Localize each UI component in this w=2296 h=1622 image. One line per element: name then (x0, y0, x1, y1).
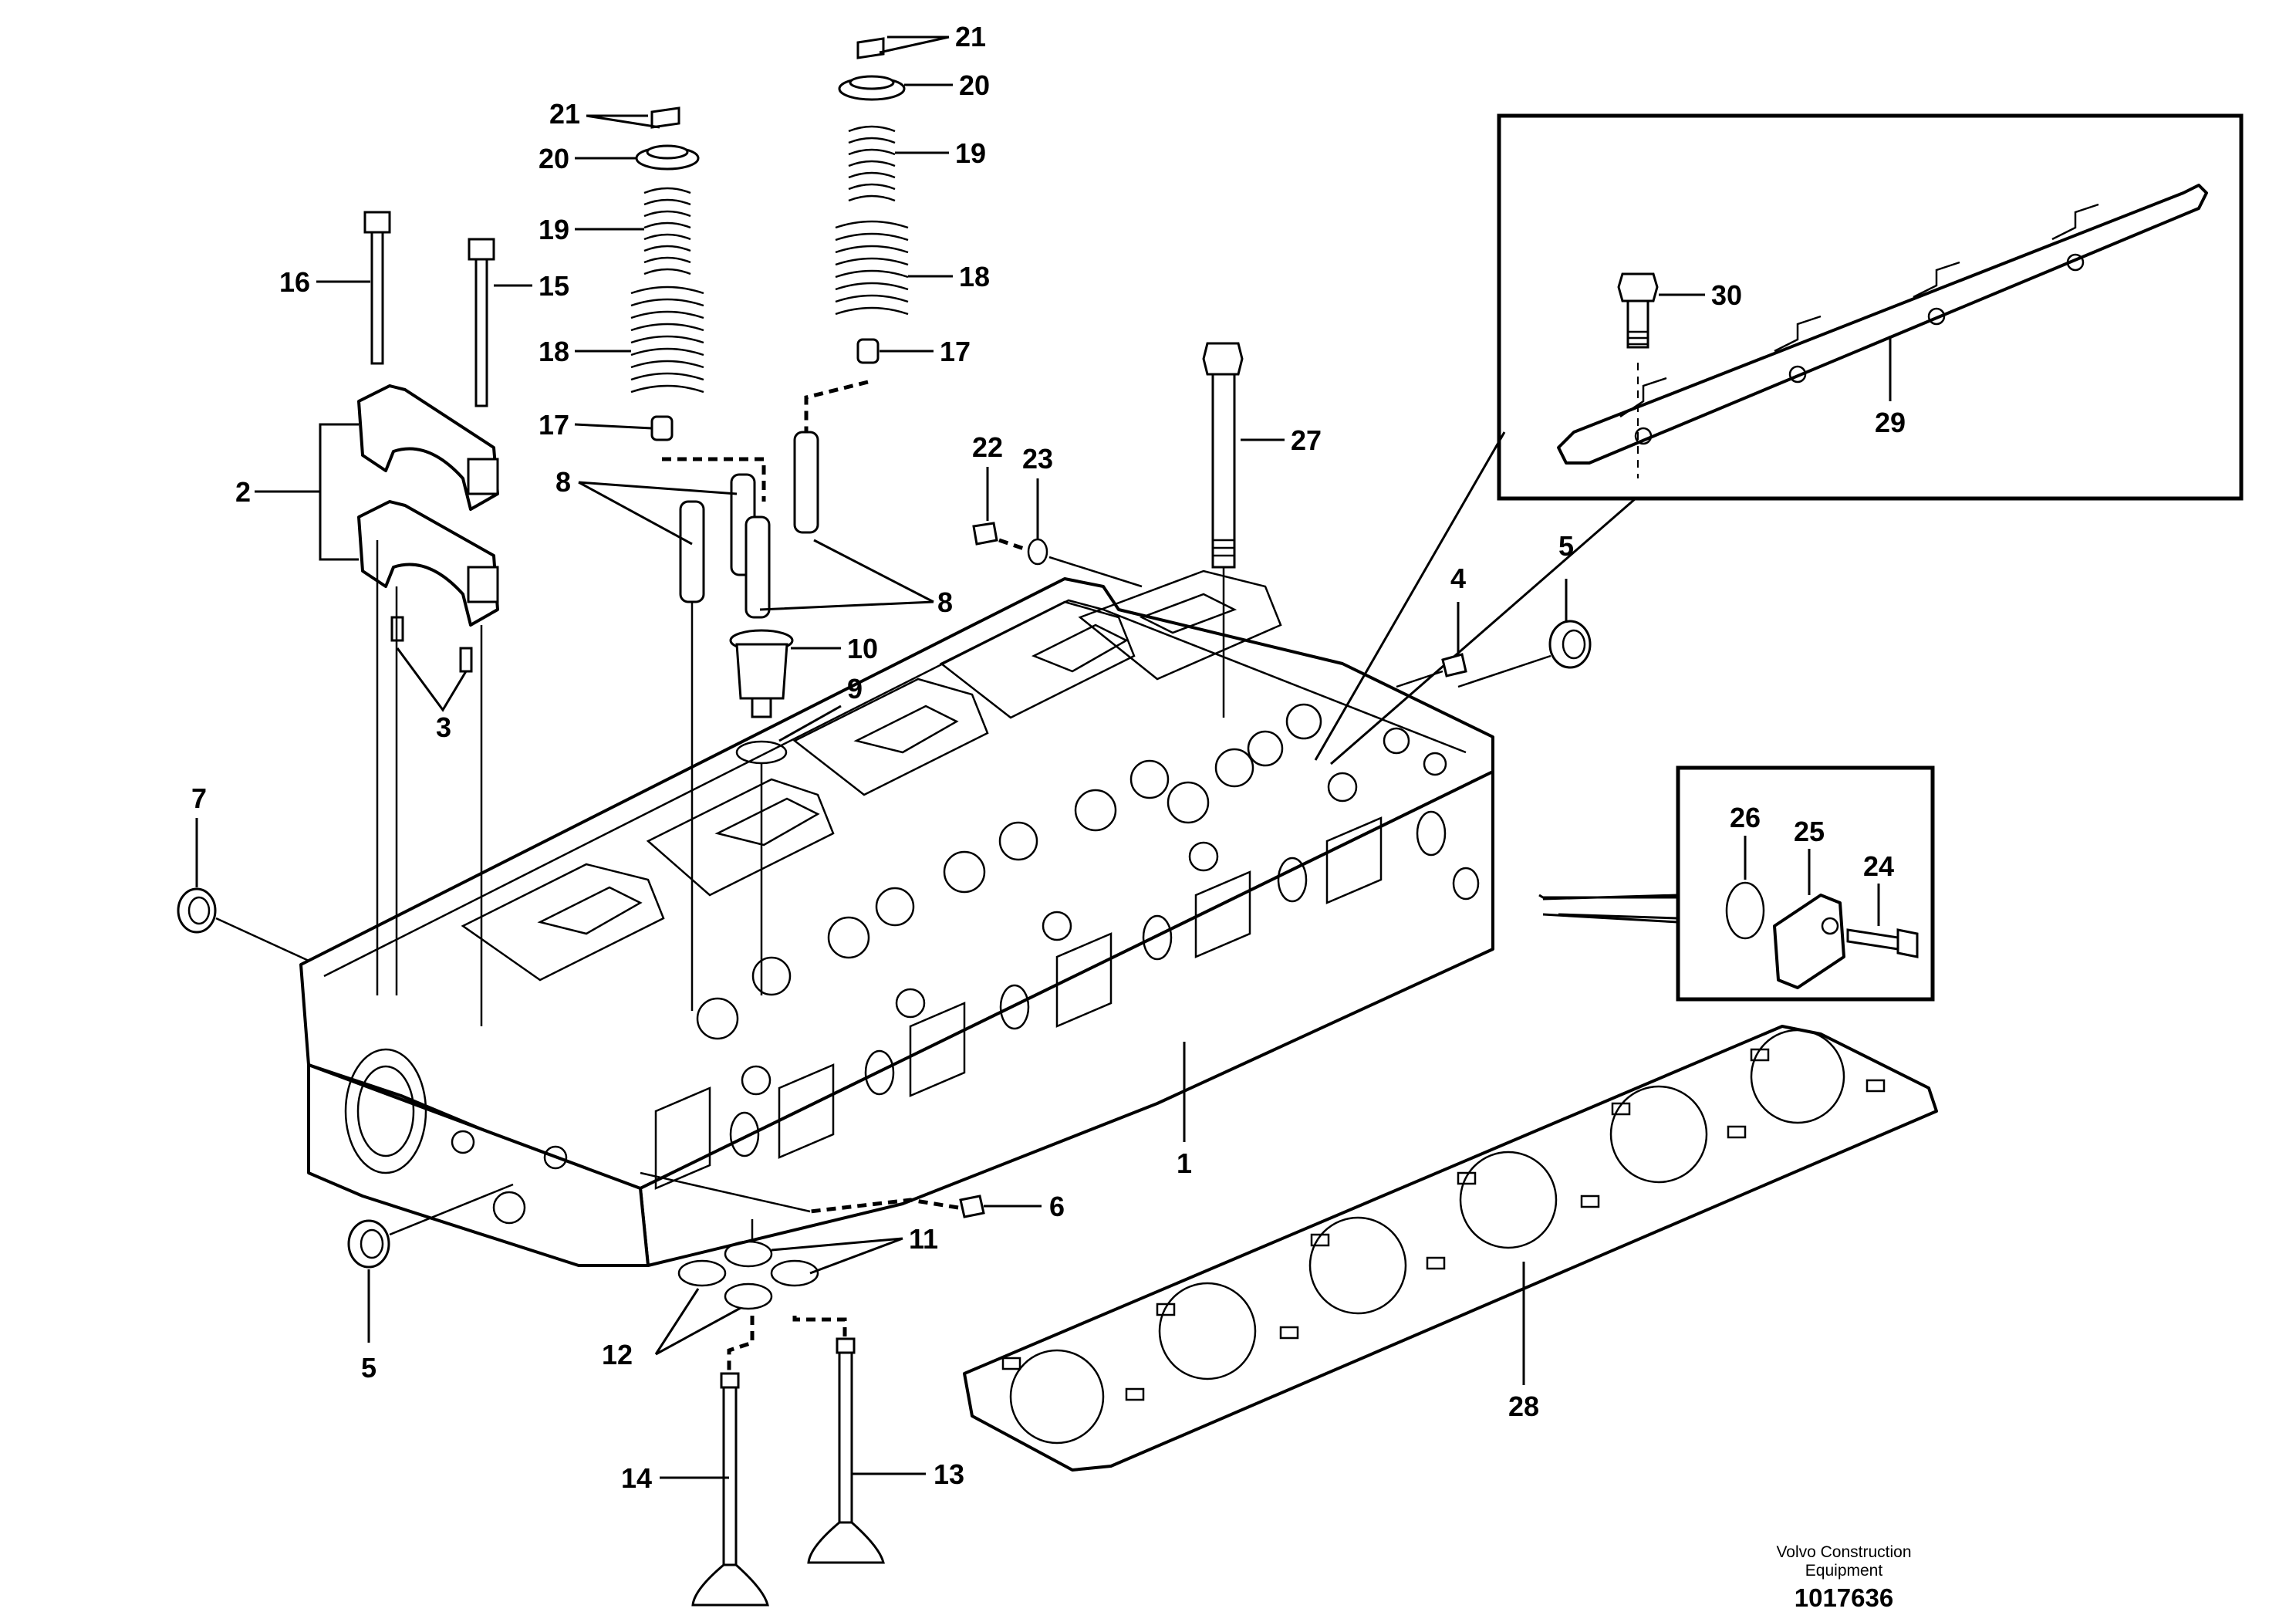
company-name: Volvo Construction Equipment (1713, 1543, 1975, 1580)
inset-cover-plate: 26 25 24 (1676, 765, 1935, 1002)
rocker-bridges (357, 211, 499, 1026)
plug-4 (1396, 653, 1467, 688)
callout-8-top: 8 (555, 466, 571, 498)
callout-5-top: 5 (1558, 530, 1574, 562)
callout-9: 9 (847, 673, 863, 705)
seal-plug-5-top (1457, 620, 1592, 688)
head-gasket (963, 1025, 1938, 1472)
valve-seals (677, 1219, 819, 1310)
bolt-27 (1202, 342, 1244, 718)
drawing-number: 1017636 (1794, 1583, 1894, 1612)
callout-4: 4 (1450, 563, 1466, 594)
callout-21-right: 21 (955, 21, 986, 52)
callout-18-left: 18 (539, 336, 569, 367)
callout-25: 25 (1794, 816, 1825, 847)
callout-17-right: 17 (940, 336, 971, 367)
callout-20-right: 20 (959, 69, 990, 101)
inset-wedge (1542, 894, 1679, 924)
callout-13: 13 (934, 1458, 964, 1490)
valve-ports (696, 703, 1447, 1096)
callout-19-left: 19 (539, 214, 569, 245)
callout-5-bottom: 5 (361, 1352, 376, 1384)
callout-29: 29 (1875, 407, 1906, 438)
callout-27: 27 (1291, 424, 1322, 456)
callout-10: 10 (847, 633, 878, 664)
valve-spring-set-right (793, 37, 909, 534)
plug-6 (640, 1171, 985, 1218)
callout-22: 22 (972, 431, 1003, 463)
side-ports (654, 810, 1480, 1190)
gasket-holes (1001, 1048, 1886, 1401)
callout-23: 23 (1022, 443, 1053, 475)
callout-24: 24 (1863, 850, 1894, 882)
valve-13 (792, 1316, 885, 1564)
callout-21-left: 21 (549, 98, 580, 130)
callout-16: 16 (279, 266, 310, 298)
callout-18-right: 18 (959, 261, 990, 292)
injector-sleeve (729, 629, 794, 995)
valve-14 (691, 1316, 769, 1607)
callout-11: 11 (909, 1223, 938, 1255)
callout-28: 28 (1508, 1391, 1539, 1422)
inset-fuel-gallery: 30 29 (1497, 113, 2244, 501)
valve-spring-set-left (630, 106, 771, 1011)
callout-26: 26 (1730, 802, 1761, 833)
company-name-line-2: Equipment (1805, 1562, 1883, 1580)
callout-15: 15 (539, 270, 569, 302)
callout-7: 7 (191, 782, 207, 814)
callout-20-left: 20 (539, 143, 569, 174)
bolt-30 (1617, 272, 1659, 478)
callout-30: 30 (1711, 279, 1742, 311)
callout-8-bottom: 8 (937, 586, 953, 618)
callout-3: 3 (436, 711, 451, 743)
callout-14: 14 (621, 1462, 652, 1494)
callout-6: 6 (1049, 1191, 1065, 1222)
callout-12: 12 (602, 1339, 633, 1370)
cylinder-head (299, 569, 1494, 1267)
seal-plug-7 (177, 887, 309, 962)
plug-22 (972, 522, 1027, 552)
callout-1: 1 (1177, 1147, 1192, 1179)
company-name-line-1: Volvo Construction (1776, 1543, 1912, 1561)
callout-2: 2 (235, 476, 251, 508)
callout-19-right: 19 (955, 137, 986, 169)
leader-lines (195, 35, 1568, 1479)
washer-23 (1027, 538, 1048, 566)
inset-leader (1314, 431, 1636, 765)
callout-labels: 1 2 3 4 5 5 6 7 8 8 9 10 11 12 13 14 15 … (191, 21, 1574, 1494)
callout-17-left: 17 (539, 409, 569, 441)
seal-plug-5-bottom (347, 1183, 514, 1269)
